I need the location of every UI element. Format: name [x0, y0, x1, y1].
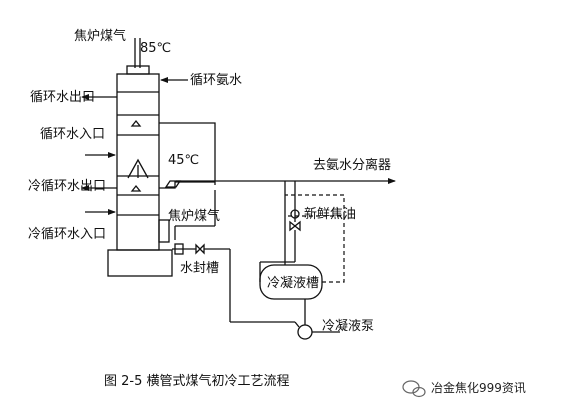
label-condensate-pump: 冷凝液泵 [322, 318, 374, 334]
spray-nozzle [130, 184, 142, 192]
seal-valve [195, 243, 205, 255]
water-seal-tank [174, 243, 184, 255]
label-circ-water-in: 循环水入口 [40, 127, 105, 142]
label-condensate-tank: 冷凝液槽 [267, 275, 319, 291]
tar-valve [289, 220, 301, 232]
internal-baffle [127, 158, 149, 179]
label-temp-top: 85℃ [140, 41, 171, 56]
label-circ-ammonia: 循环氨水 [190, 73, 242, 88]
label-temp-mid: 45℃ [168, 153, 199, 168]
label-water-seal-tank: 水封槽 [180, 261, 219, 276]
label-circ-water-out: 循环水出口 [30, 90, 95, 105]
gas-outlet [158, 219, 170, 243]
wechat-icon [402, 380, 426, 398]
label-to-ammonia-separator: 去氨水分离器 [313, 157, 391, 173]
label-coke-gas-out: 焦炉煤气 [168, 208, 220, 224]
label-coke-gas-top: 焦炉煤气 [74, 28, 126, 44]
tower-base [107, 249, 173, 277]
primary-cooler-tower [116, 73, 160, 251]
label-cold-circ-water-out: 冷循环水出口 [28, 179, 106, 194]
watermark-text: 冶金焦化999资讯 [431, 380, 526, 395]
dashed-return-line [285, 215, 345, 283]
spray-nozzle [130, 119, 142, 127]
label-fresh-tar: 新鲜焦油 [304, 206, 356, 222]
inlet-flange [126, 65, 150, 75]
tar-indicator [290, 209, 300, 219]
label-cold-circ-water-in: 冷循环水入口 [28, 227, 106, 242]
condensate-pump [297, 324, 313, 340]
figure-caption: 图 2-5 横管式煤气初冷工艺流程 [104, 373, 290, 389]
